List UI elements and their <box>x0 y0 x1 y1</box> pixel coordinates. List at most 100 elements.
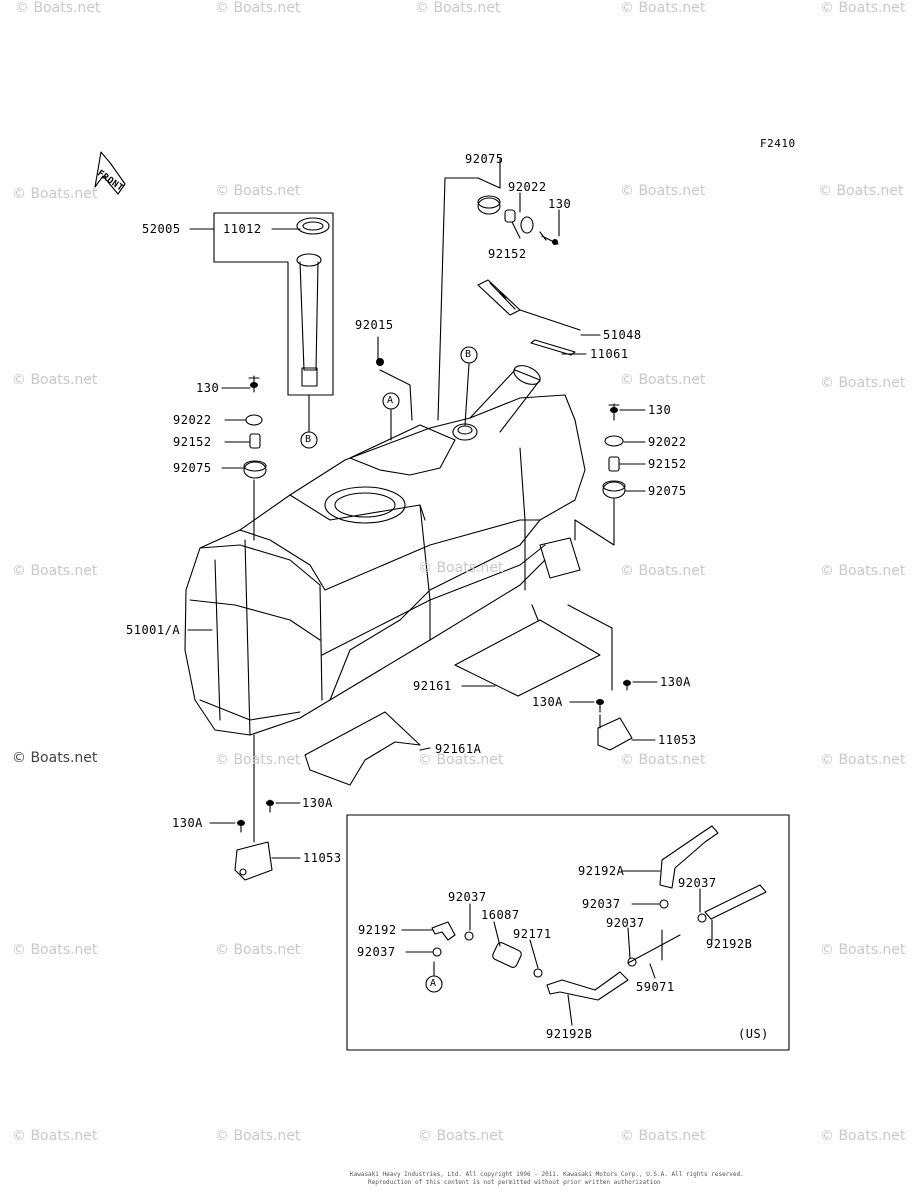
left-collar-icon <box>249 433 261 449</box>
watermark: © Boats.net <box>620 752 706 768</box>
label-92171: 92171 <box>513 927 552 941</box>
hose-b-right-icon <box>704 884 767 920</box>
hardware-fills <box>237 239 631 826</box>
label-11053-right: 11053 <box>658 733 697 747</box>
label-51001-a: 51001/A <box>126 623 181 637</box>
right-washer-icon <box>604 435 624 447</box>
bracket-right-icon <box>597 717 633 751</box>
copyright-line-1: Kawasaki Heavy Industries, Ltd. All copy… <box>350 1171 744 1178</box>
pad-icon <box>454 619 601 697</box>
elbow-icon <box>431 921 456 941</box>
watermark: © Boats.net <box>620 0 706 16</box>
watermark: © Boats.net <box>215 1128 301 1144</box>
label-130a-right: 130A <box>660 675 691 689</box>
label-92037-a: 92037 <box>448 890 487 904</box>
watermark: © Boats.net <box>215 0 301 16</box>
label-92037-d: 92037 <box>606 916 645 930</box>
label-92075-right: 92075 <box>648 484 687 498</box>
figure-code: F2410 <box>760 137 796 150</box>
label-92192b-right: 92192B <box>706 937 753 951</box>
front-arrow-icon <box>94 151 126 195</box>
label-51048: 51048 <box>603 328 642 342</box>
watermark: © Boats.net <box>12 372 98 388</box>
label-92037-e: 92037 <box>357 945 396 959</box>
watermark: © Boats.net <box>215 752 301 768</box>
left-mount-icon <box>243 460 267 479</box>
label-92037-c: 92037 <box>678 876 717 890</box>
label-92152-right: 92152 <box>648 457 687 471</box>
watermark: © Boats.net <box>620 372 706 388</box>
label-130-right: 130 <box>648 403 672 417</box>
watermark: © Boats.net <box>415 0 501 16</box>
watermark: © Boats.net <box>620 183 706 199</box>
right-collar-icon <box>608 456 620 472</box>
pad-a-icon <box>304 711 421 786</box>
rubber-mount-icon <box>477 195 501 215</box>
watermark: © Boats.net <box>15 0 101 16</box>
clip-icon <box>432 899 707 978</box>
label-92022-top: 92022 <box>508 180 547 194</box>
watermark: © Boats.net <box>12 942 98 958</box>
watermark: © Boats.net <box>418 560 504 576</box>
left-washer-icon <box>245 414 263 426</box>
region-label: (US) <box>738 1027 769 1041</box>
fuel-sender-icon <box>296 217 330 387</box>
gasket-icon <box>452 423 478 441</box>
hose-a-icon <box>659 825 719 889</box>
callout-a-bottom: A <box>430 978 437 989</box>
watermark: © Boats.net <box>818 183 904 199</box>
label-130-top: 130 <box>548 197 572 211</box>
label-92152-left: 92152 <box>173 435 212 449</box>
watermark: © Boats.net <box>215 942 301 958</box>
label-92192b-bottom: 92192B <box>546 1027 593 1041</box>
callout-b-top: B <box>465 349 472 360</box>
hose-b-bottom-icon <box>546 971 629 1001</box>
watermark: © Boats.net <box>820 1128 906 1144</box>
label-92161: 92161 <box>413 679 452 693</box>
filter-icon <box>492 942 522 968</box>
label-92022-right: 92022 <box>648 435 687 449</box>
label-52005: 52005 <box>142 222 181 236</box>
label-pad-icon <box>477 279 581 331</box>
watermark: © Boats.net <box>12 1128 98 1144</box>
label-92152-top: 92152 <box>488 247 527 261</box>
right-mount-icon <box>602 480 626 499</box>
fuel-tank-icon <box>184 365 586 736</box>
watermark: © Boats.net <box>820 563 906 579</box>
watermark: © Boats.net <box>620 563 706 579</box>
label-92022-left: 92022 <box>173 413 212 427</box>
watermark: © Boats.net <box>620 1128 706 1144</box>
watermark: © Boats.net <box>215 183 301 199</box>
label-16087: 16087 <box>481 908 520 922</box>
strip-icon <box>530 339 576 356</box>
label-92075-left: 92075 <box>173 461 212 475</box>
watermark: © Boats.net <box>820 752 906 768</box>
bracket-low-icon <box>234 841 273 881</box>
watermark: © Boats.net <box>418 1128 504 1144</box>
label-92075-top: 92075 <box>465 152 504 166</box>
label-11061: 11061 <box>590 347 629 361</box>
label-11012: 11012 <box>223 222 262 236</box>
label-130a-low: 130A <box>302 796 333 810</box>
label-130a-mid: 130A <box>532 695 563 709</box>
watermark: © Boats.net <box>820 942 906 958</box>
collar-icon <box>504 209 516 223</box>
label-130-left: 130 <box>196 381 220 395</box>
label-92037-b: 92037 <box>582 897 621 911</box>
label-92015: 92015 <box>355 318 394 332</box>
label-59071: 59071 <box>636 980 675 994</box>
label-92192a: 92192A <box>578 864 625 878</box>
washer-icon <box>520 216 534 234</box>
watermark: © Boats.net <box>12 750 98 766</box>
callout-a-top: A <box>387 395 394 406</box>
label-130a-lowleft: 130A <box>172 816 203 830</box>
label-92161a: 92161A <box>435 742 482 756</box>
watermark: © Boats.net <box>820 0 906 16</box>
watermark: © Boats.net <box>12 563 98 579</box>
callout-b-left: B <box>305 434 312 445</box>
watermark: © Boats.net <box>12 186 98 202</box>
label-92192: 92192 <box>358 923 397 937</box>
label-11053-low: 11053 <box>303 851 342 865</box>
